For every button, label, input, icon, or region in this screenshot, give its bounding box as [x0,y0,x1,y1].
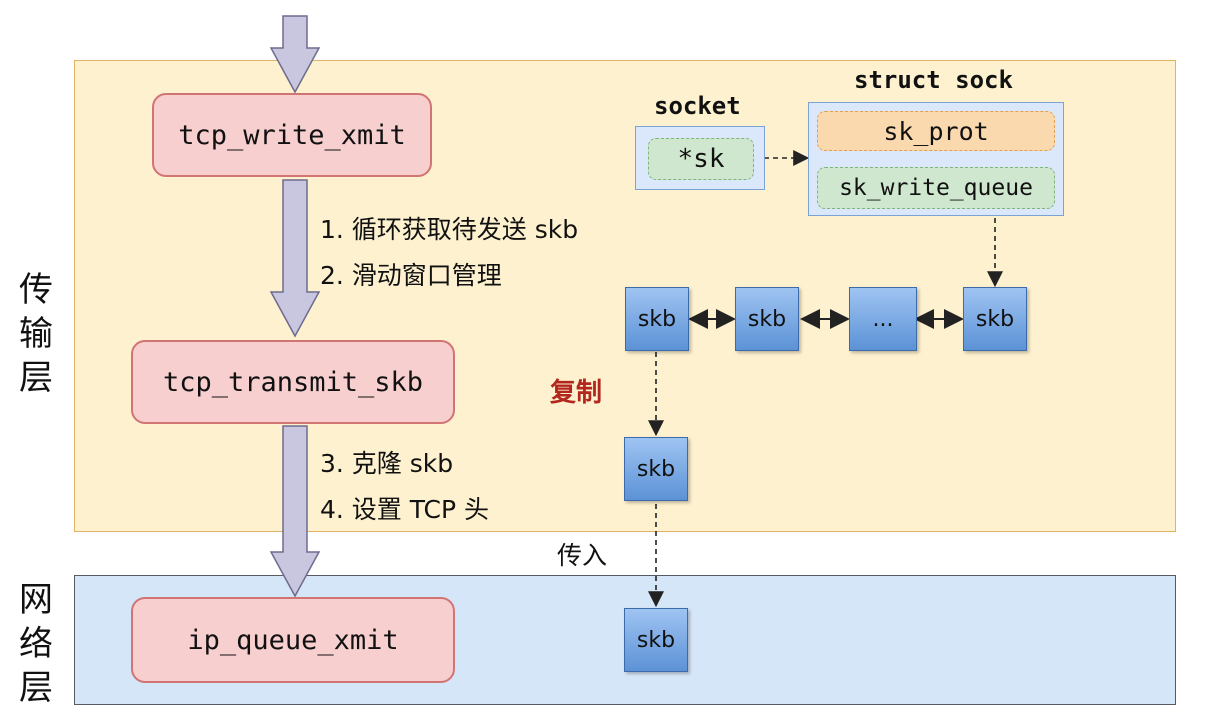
sk-pointer-field: *sk [648,138,754,180]
network-layer-label: 网 络 层 [19,580,53,708]
struct-sock-title: struct sock [854,66,1013,94]
transport-layer-label: 传 输 层 [19,270,53,398]
cloned-skb: skb [624,437,688,501]
flow-arrow-bottom [269,425,321,598]
socket-box: *sk [635,126,765,190]
sk-prot-field: sk_prot [817,111,1055,151]
flow-arrow-top [269,15,321,94]
step-1-label: 1. 循环获取待发送 skb [320,215,579,244]
pass-label: 传入 [557,541,608,570]
step-4-label: 4. 设置 TCP 头 [320,495,490,524]
step-2-label: 2. 滑动窗口管理 [320,261,502,290]
ip-queue-xmit-box: ip_queue_xmit [131,597,455,683]
queue-skb-1: skb [625,287,689,351]
struct-sock-box: sk_prot sk_write_queue [808,102,1064,216]
socket-title: socket [654,92,741,120]
tcp-write-xmit-box: tcp_write_xmit [152,93,432,177]
queue-skb-ellipsis: ... [849,287,917,351]
queue-skb-2: skb [735,287,799,351]
tcp-transmit-skb-box: tcp_transmit_skb [131,340,455,424]
sk-write-queue-field: sk_write_queue [817,167,1055,209]
network-skb: skb [624,608,688,672]
step-3-label: 3. 克隆 skb [320,449,454,478]
queue-skb-last: skb [963,287,1027,351]
copy-label: 复制 [550,378,603,408]
flow-arrow-middle [269,179,321,338]
